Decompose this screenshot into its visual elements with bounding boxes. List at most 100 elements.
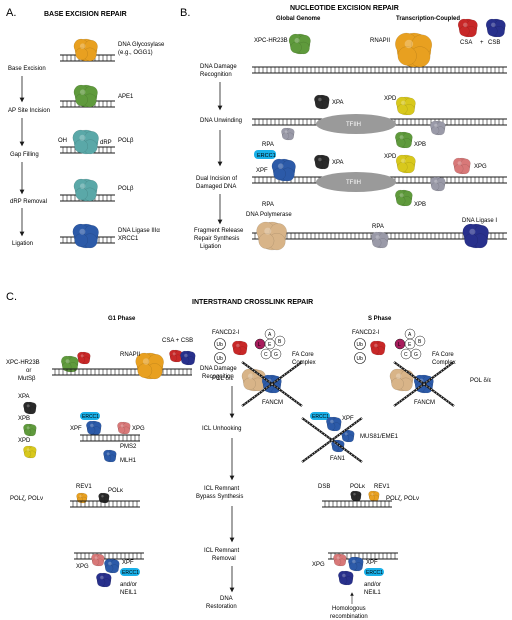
label-xpf-c4: XPF	[366, 560, 378, 566]
label-ape1: APE1	[118, 94, 134, 100]
label-xrcc1: XRCC1	[118, 236, 139, 242]
label-xpd-c: XPD	[18, 438, 31, 444]
step-c-recognition-1: DNA Damage	[200, 366, 237, 372]
xpf-protein-c3	[326, 416, 342, 432]
step-base-excision: Base Excision	[8, 66, 46, 72]
step-c-recognition-2: Recognition	[202, 374, 234, 380]
neil1-protein-c2	[338, 570, 354, 586]
label-xpb-c: XPB	[18, 416, 30, 422]
label-polk-c2: POLκ	[350, 484, 366, 490]
label-neil1-c2: NEIL1	[364, 590, 381, 596]
panel-a-title: BASE EXCISION REPAIR	[44, 11, 127, 18]
svg-text:E: E	[268, 342, 272, 348]
ligase-protein-b	[462, 223, 489, 249]
xpg-protein-c1	[117, 421, 131, 435]
label-xpf-c2: XPF	[122, 560, 134, 566]
label-polzv-c1: POLζ, POLν	[10, 496, 43, 502]
label-fancd2-c1: FANCD2-I	[212, 330, 240, 336]
svg-text:B: B	[418, 339, 422, 345]
svg-text:G: G	[274, 352, 278, 358]
label-rpa-b3: RPA	[372, 224, 384, 230]
label-mlh1-c: MLH1	[120, 458, 137, 464]
dna-helix-c-2	[80, 434, 140, 442]
step-dual-incision-1: Dual Incision of	[196, 176, 237, 182]
label-dsb-c: DSB	[318, 484, 330, 490]
replication-fork-c1	[241, 361, 303, 407]
xpa-protein-b2	[314, 154, 330, 170]
xpd-protein-b2	[395, 154, 416, 174]
xpd-protein-b1	[395, 96, 416, 116]
label-polzv-c2: POLζ, POLν	[386, 496, 419, 502]
step-gap-filling: Gap Filling	[10, 152, 39, 158]
label-tfiih-2: TFIIH	[346, 180, 361, 186]
svg-text:A: A	[408, 332, 412, 338]
dna-helix-c-4	[74, 552, 144, 560]
panel-c-letter: C.	[6, 291, 17, 303]
svg-text:E: E	[408, 342, 412, 348]
panel-b-letter: B.	[180, 7, 190, 19]
ercc1-badge-c3	[310, 412, 330, 420]
label-fa-core-c1: FA Core	[292, 352, 314, 358]
rnapii-protein-b	[395, 32, 433, 68]
xpf-protein-b	[271, 158, 296, 182]
label-polk-c1: POLκ	[108, 488, 124, 494]
label-ercc1-c1: ERCC1	[82, 414, 99, 420]
step-bypass-2: Bypass Synthesis	[196, 494, 243, 500]
svg-text:L: L	[398, 342, 401, 348]
step-icl-unhooking: ICL Unhooking	[202, 426, 241, 432]
step-ligation-b: Ligation	[200, 244, 221, 250]
step-repair-synthesis: Repair Synthesis	[194, 236, 239, 242]
pol-de-protein-c2	[389, 368, 414, 392]
xpf-protein-c2	[104, 558, 120, 574]
xpf-protein-c4	[348, 556, 364, 572]
step-restoration-1: DNA	[220, 596, 233, 602]
xpa-protein-c	[23, 401, 37, 415]
label-glycosylase: DNA Glycosylase	[118, 42, 165, 48]
step-damage-recognition-2: Recognition	[200, 72, 232, 78]
svg-text:A: A	[268, 332, 272, 338]
label-fancm-c2: FANCM	[414, 400, 435, 406]
ligase-xrcc1-protein	[72, 223, 99, 249]
panel-c: C. INTERSTRAND CROSSLINK REPAIR G1 Phase…	[6, 291, 491, 620]
subtitle-transcription-coupled: Transcription-Coupled	[396, 16, 460, 22]
ub-circle-c1: Ub	[214, 338, 226, 350]
svg-text:B: B	[278, 339, 282, 345]
label-pol-de-c2: POL δ/ε	[470, 378, 491, 384]
rnapii-protein-c	[135, 352, 164, 380]
panel-b: B. NUCLEOTIDE EXCISION REPAIR Global Gen…	[180, 5, 507, 251]
label-rev1-c2: REV1	[374, 484, 390, 490]
rpa-protein-b1b	[430, 120, 446, 136]
label-ligase-b: DNA Ligase I	[462, 218, 497, 224]
svg-text:Ub: Ub	[357, 356, 364, 362]
xpd-protein-c	[23, 445, 37, 459]
subtitle-g1-phase: G1 Phase	[108, 316, 136, 322]
label-ogg1: (e.g., OGG1)	[118, 50, 153, 56]
xpc-protein-b	[288, 33, 311, 55]
dna-helix-c-3	[70, 500, 140, 508]
subtitle-s-phase: S Phase	[368, 316, 392, 322]
label-muts-c: MutSβ	[18, 376, 36, 382]
ercc1-badge-b	[254, 150, 276, 159]
label-ercc1-c3: ERCC1	[312, 414, 329, 420]
panel-a-letter: A.	[6, 7, 16, 19]
oh-marker: OH	[58, 138, 67, 144]
label-pms2-c: PMS2	[120, 444, 137, 450]
label-rpa-b2: RPA	[262, 202, 274, 208]
svg-text:C: C	[264, 352, 268, 358]
step-fragment-release: Fragment Release	[194, 228, 244, 234]
label-fan1-c: FAN1	[330, 456, 346, 462]
dna-helix-c-5	[322, 500, 392, 508]
muts-protein-c	[77, 351, 91, 365]
xpa-protein-b1	[314, 94, 330, 110]
ub-circle-c2: Ub	[214, 352, 226, 364]
label-polymerase-b: DNA Polymerase	[246, 212, 292, 218]
svg-text:L: L	[258, 342, 261, 348]
label-xpa-b2: XPA	[332, 160, 344, 166]
ercc1-badge-c4	[364, 568, 384, 576]
label-rpa-b1: RPA	[262, 142, 274, 148]
label-fa-core-c2: FA Core	[432, 352, 454, 358]
svg-text:G: G	[414, 352, 418, 358]
